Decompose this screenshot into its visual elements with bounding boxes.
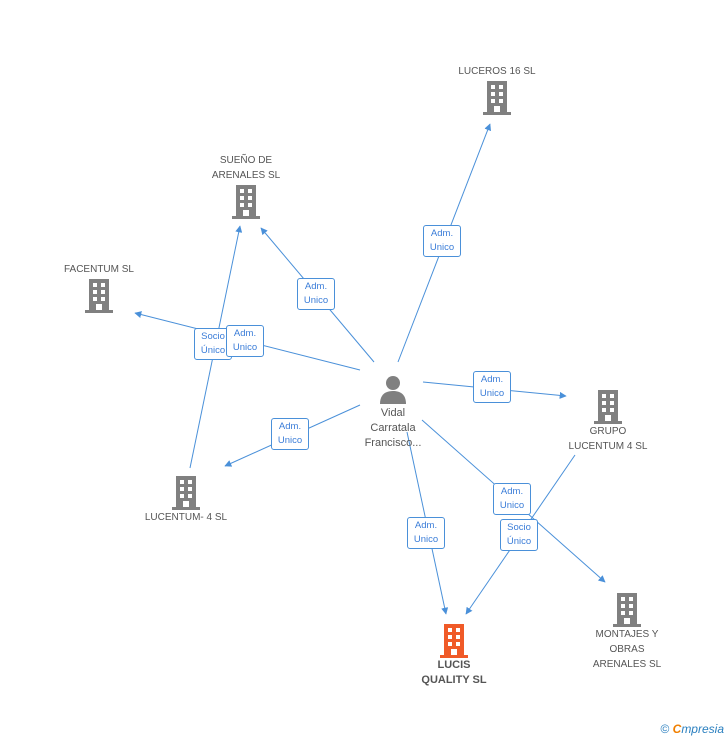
- edge-label-lucis[interactable]: Adm. Unico: [407, 517, 445, 549]
- brand-logo-letter: C: [672, 722, 682, 736]
- edge-label-facentum[interactable]: Adm. Unico: [226, 325, 264, 357]
- node-label: LUCEROS 16 SL: [458, 66, 536, 77]
- node-label: LUCIS QUALITY SL: [421, 659, 487, 686]
- node-facentum[interactable]: FACENTUM SL: [39, 262, 159, 313]
- person-icon: [380, 376, 406, 404]
- building-icon: [594, 390, 622, 424]
- node-label: LUCENTUM- 4 SL: [144, 512, 228, 523]
- edge-label-grupo[interactable]: Adm. Unico: [473, 371, 511, 403]
- edge-label-grupo-lucis[interactable]: Socio Único: [500, 519, 538, 551]
- copyright-footer[interactable]: © Cmpresia: [660, 722, 724, 736]
- node-label: Vidal Carratala Francisco...: [364, 407, 422, 449]
- brand-name: mpresia: [681, 722, 724, 736]
- edge-label-luceros[interactable]: Adm. Unico: [423, 225, 461, 257]
- node-lucis[interactable]: LUCIS QUALITY SL: [394, 622, 514, 688]
- node-sueno[interactable]: SUEÑO DE ARENALES SL: [186, 153, 306, 219]
- node-label: SUEÑO DE ARENALES SL: [211, 155, 281, 181]
- copyright-icon: ©: [660, 722, 670, 736]
- node-label: GRUPO LUCENTUM 4 SL: [568, 426, 648, 452]
- node-luceros[interactable]: LUCEROS 16 SL: [437, 64, 557, 115]
- building-icon: [613, 593, 641, 627]
- building-icon: [172, 476, 200, 510]
- building-icon: [483, 81, 511, 115]
- edge-label-sueno[interactable]: Adm. Unico: [297, 278, 335, 310]
- node-label: FACENTUM SL: [63, 264, 134, 275]
- edge-label-montajes[interactable]: Adm. Unico: [493, 483, 531, 515]
- node-grupo[interactable]: GRUPO LUCENTUM 4 SL: [548, 388, 668, 454]
- building-icon: [232, 185, 260, 219]
- node-montajes[interactable]: MONTAJES Y OBRAS ARENALES SL: [567, 591, 687, 672]
- node-person[interactable]: Vidal Carratala Francisco...: [333, 374, 453, 451]
- edge-label-lucentum[interactable]: Adm. Unico: [271, 418, 309, 450]
- node-label: MONTAJES Y OBRAS ARENALES SL: [592, 629, 662, 670]
- node-lucentum[interactable]: LUCENTUM- 4 SL: [126, 474, 246, 525]
- building-icon: [440, 624, 468, 658]
- building-icon: [85, 279, 113, 313]
